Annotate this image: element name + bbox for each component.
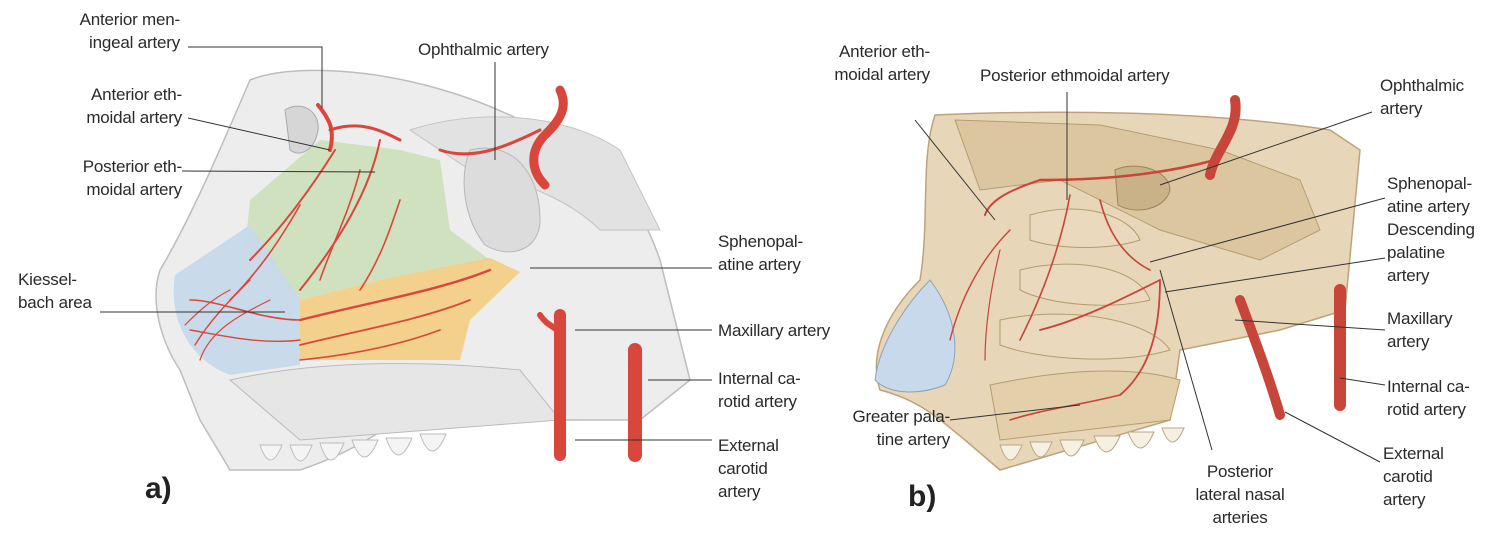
label-a-anterior-meningeal-artery: Anterior men- ingeal artery	[79, 10, 181, 52]
panel-a-sphenoid	[463, 147, 541, 253]
label-b-greater-palatine-artery: Greater pala- tine artery	[852, 407, 950, 449]
label-a-internal-carotid-artery: Internal ca- rotid artery	[718, 369, 801, 411]
panel-a-leader-lines	[100, 46, 712, 441]
label-a-maxillary-artery: Maxillary artery	[718, 321, 831, 340]
label-b-anterior-ethmoidal-artery: Anterior eth- moidal artery	[834, 42, 930, 84]
panel-a-kiesselbach-zone	[173, 225, 300, 375]
label-b-posterior-ethmoidal-artery: Posterior ethmoidal artery	[980, 66, 1170, 85]
label-b-sphenopalatine-artery: Sphenopal- atine artery	[1387, 174, 1472, 216]
label-b-ophthalmic-artery: Ophthalmic artery	[1380, 76, 1464, 118]
panel-b-letter: b)	[908, 480, 937, 513]
label-b-posterior-lateral-nasal-arteries: Posterior lateral nasal arteries	[1195, 462, 1285, 527]
panel-a-green-zone	[245, 140, 490, 300]
panel-b-palate	[989, 370, 1181, 441]
panel-b-arteries	[949, 95, 1346, 421]
label-a-sphenopalatine-artery: Sphenopal- atine artery	[718, 232, 803, 274]
panel-b-illustration	[874, 92, 1386, 471]
label-b-maxillary-artery: Maxillary artery	[1387, 309, 1453, 351]
panel-b-concha-3	[999, 313, 1171, 360]
label-b-internal-carotid-artery: Internal ca- rotid artery	[1387, 377, 1470, 419]
label-b-descending-palatine-artery: Descending palatine artery	[1387, 220, 1475, 285]
panel-b-leader-lines	[914, 92, 1386, 463]
label-a-posterior-ethmoidal-artery: Posterior eth- moidal artery	[82, 157, 182, 199]
label-b-external-carotid-artery: External carotid artery	[1383, 444, 1444, 509]
panel-a-letter: a)	[145, 472, 172, 505]
label-a-external-carotid-artery: External carotid artery	[718, 436, 779, 501]
panel-b-concha-2	[1019, 263, 1151, 306]
panel-b-concha-1	[1029, 208, 1141, 248]
label-a-anterior-ethmoidal-artery: Anterior eth- moidal artery	[86, 85, 182, 127]
panel-a-arteries	[184, 85, 642, 462]
panel-a-orange-zone	[300, 258, 520, 360]
label-a-ophthalmic-artery: Ophthalmic artery	[418, 40, 549, 59]
panel-a-palate	[228, 362, 561, 441]
panel-a-teeth	[259, 433, 447, 462]
panel-b-teeth	[999, 427, 1185, 461]
panel-a-illustration	[100, 46, 712, 471]
panel-b-sinus	[1114, 165, 1171, 211]
label-a-kiesselbach-area: Kiessel- bach area	[18, 270, 92, 312]
panel-b-nose-blue	[874, 279, 956, 393]
